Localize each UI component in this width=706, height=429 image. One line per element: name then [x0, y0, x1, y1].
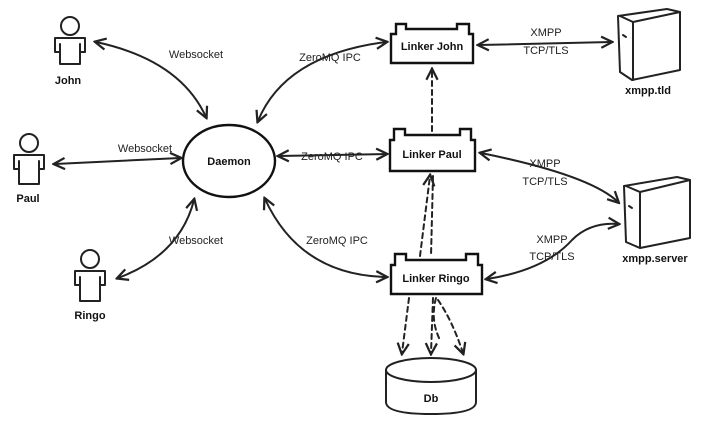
user-ringo-icon: [74, 249, 106, 302]
edges-to-db: [402, 70, 463, 353]
server-tld-label: xmpp.tld: [625, 85, 671, 97]
linker-john-node: [389, 22, 475, 65]
edge-zmq-ringo: [265, 199, 386, 277]
edge-ringo-to-paul-dashed-1: [419, 176, 430, 257]
edge-websocket-paul: [55, 158, 180, 164]
linker-ringo-node: [389, 252, 484, 296]
edge-ringo-to-db-dashed-3: [437, 299, 463, 353]
edge-xmpp-ringo: [487, 224, 618, 279]
edge-websocket-john-label: Websocket: [169, 49, 223, 61]
server-server-icon: [623, 176, 691, 249]
user-paul-icon: [13, 133, 45, 185]
edge-xmpp-john: [479, 42, 611, 45]
edge-xmpp-paul: [481, 153, 618, 202]
edge-xmpp-john-label-1: XMPP: [530, 27, 561, 39]
edge-ringo-to-paul-dashed-2: [430, 175, 434, 257]
daemon-label: Daemon: [207, 156, 251, 168]
linker-paul-label: Linker Paul: [402, 149, 461, 161]
user-john-label: John: [55, 75, 82, 87]
edge-zmq-john-label: ZeroMQ IPC: [299, 52, 361, 64]
edge-xmpp-paul-label-2: TCP/TLS: [522, 176, 567, 188]
edge-ringo-to-db-dashed-4: [432, 297, 441, 341]
user-paul-label: Paul: [16, 193, 39, 205]
edge-xmpp-ringo-label-1: XMPP: [536, 234, 567, 246]
edge-xmpp-ringo-label-2: TCP/TLS: [529, 251, 574, 263]
linker-ringo-label: Linker Ringo: [402, 273, 470, 285]
user-john-icon: [54, 16, 86, 65]
user-ringo-label: Ringo: [74, 310, 105, 322]
edge-ringo-to-db-dashed-2: [431, 297, 433, 353]
server-server-label: xmpp.server: [622, 253, 688, 265]
edge-websocket-ringo-label: Websocket: [169, 235, 223, 247]
edge-websocket-ringo: [118, 200, 194, 278]
edge-zmq-ringo-label: ZeroMQ IPC: [306, 235, 368, 247]
edge-websocket-john: [96, 42, 206, 117]
edge-websocket-paul-label: Websocket: [118, 143, 172, 155]
linker-paul-node: [388, 127, 477, 173]
edge-xmpp-paul-label-1: XMPP: [529, 158, 560, 170]
edge-zmq-paul: [279, 154, 386, 156]
edge-zmq-john: [258, 42, 386, 121]
edge-xmpp-john-label-2: TCP/TLS: [523, 45, 568, 57]
edge-zmq-paul-label: ZeroMQ IPC: [301, 151, 363, 163]
edge-ringo-to-db-dashed-1: [402, 297, 410, 353]
db-node: [385, 357, 477, 415]
server-tld-icon: [617, 8, 681, 81]
db-label: Db: [424, 393, 439, 405]
linker-john-label: Linker John: [401, 41, 464, 53]
